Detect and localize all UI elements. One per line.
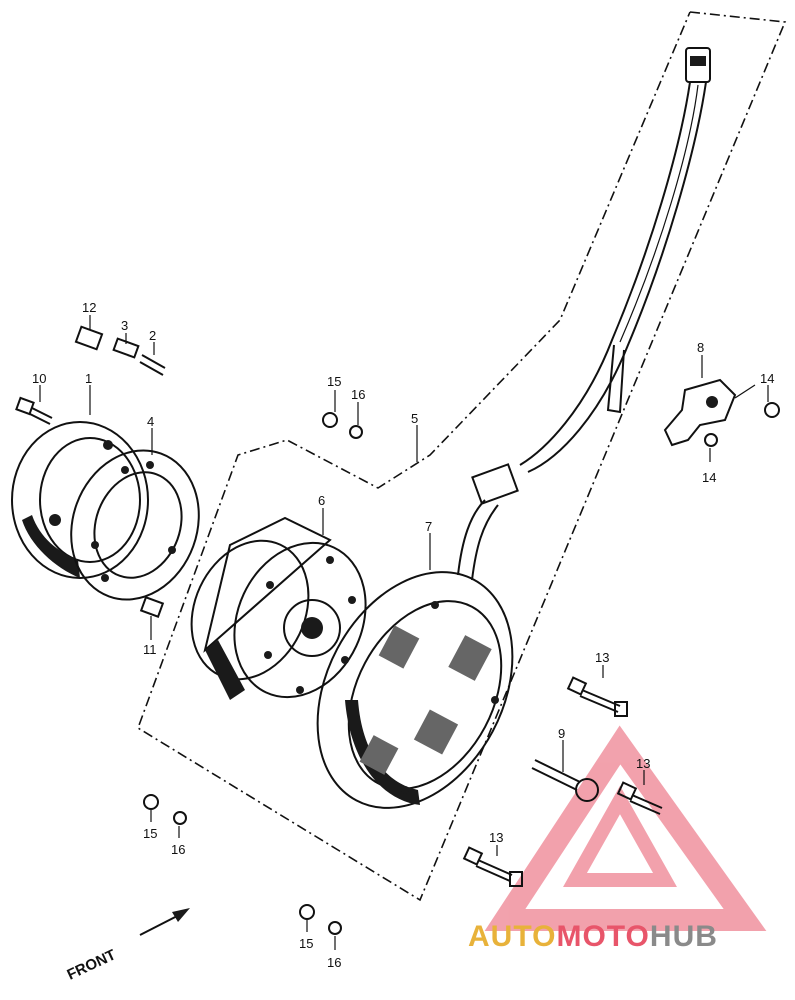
front-label: FRONT (65, 946, 119, 983)
callout-9: 9 (558, 726, 565, 741)
callout-16-c: 16 (327, 955, 341, 970)
callout-16-b: 16 (171, 842, 185, 857)
callout-7: 7 (425, 519, 432, 534)
part-6-rotor (190, 516, 367, 700)
leader-lines (39, 315, 769, 950)
callout-15-b: 15 (143, 826, 157, 841)
part-8-bracket (663, 378, 756, 447)
callout-13-a: 13 (595, 650, 609, 665)
callout-4: 4 (147, 414, 154, 429)
part-1-rotor-cover (11, 421, 149, 579)
brand-watermark: AUTOMOTOHUB (468, 920, 718, 954)
callout-1: 1 (85, 371, 92, 386)
assembly-boundary (137, 11, 787, 902)
callout-13-b: 13 (636, 756, 650, 771)
callout-15-a: 15 (327, 374, 341, 389)
callout-12: 12 (82, 300, 96, 315)
callout-14-b: 14 (702, 470, 716, 485)
callout-8: 8 (697, 340, 704, 355)
part-4-gasket (70, 449, 200, 601)
callout-5: 5 (411, 411, 418, 426)
callout-13-c: 13 (489, 830, 503, 845)
watermark-logo (484, 725, 767, 931)
callout-2: 2 (149, 328, 156, 343)
front-arrow: FRONT (65, 908, 190, 984)
callout-11: 11 (143, 642, 157, 657)
callout-labels: 1 2 3 4 5 6 7 8 9 10 11 12 13 13 13 14 1… (32, 300, 774, 970)
callout-14-a: 14 (760, 371, 774, 386)
callout-10: 10 (32, 371, 46, 386)
wire-harness (457, 47, 711, 581)
brand-part-auto: AUTO (468, 920, 557, 953)
brand-part-hub: HUB (649, 920, 718, 953)
callout-3: 3 (121, 318, 128, 333)
hardware (15, 325, 780, 935)
callout-16-a: 16 (351, 387, 365, 402)
callout-15-c: 15 (299, 936, 313, 951)
brand-part-moto: MOTO (556, 920, 650, 953)
callout-6: 6 (318, 493, 325, 508)
part-7-stator (316, 571, 514, 809)
